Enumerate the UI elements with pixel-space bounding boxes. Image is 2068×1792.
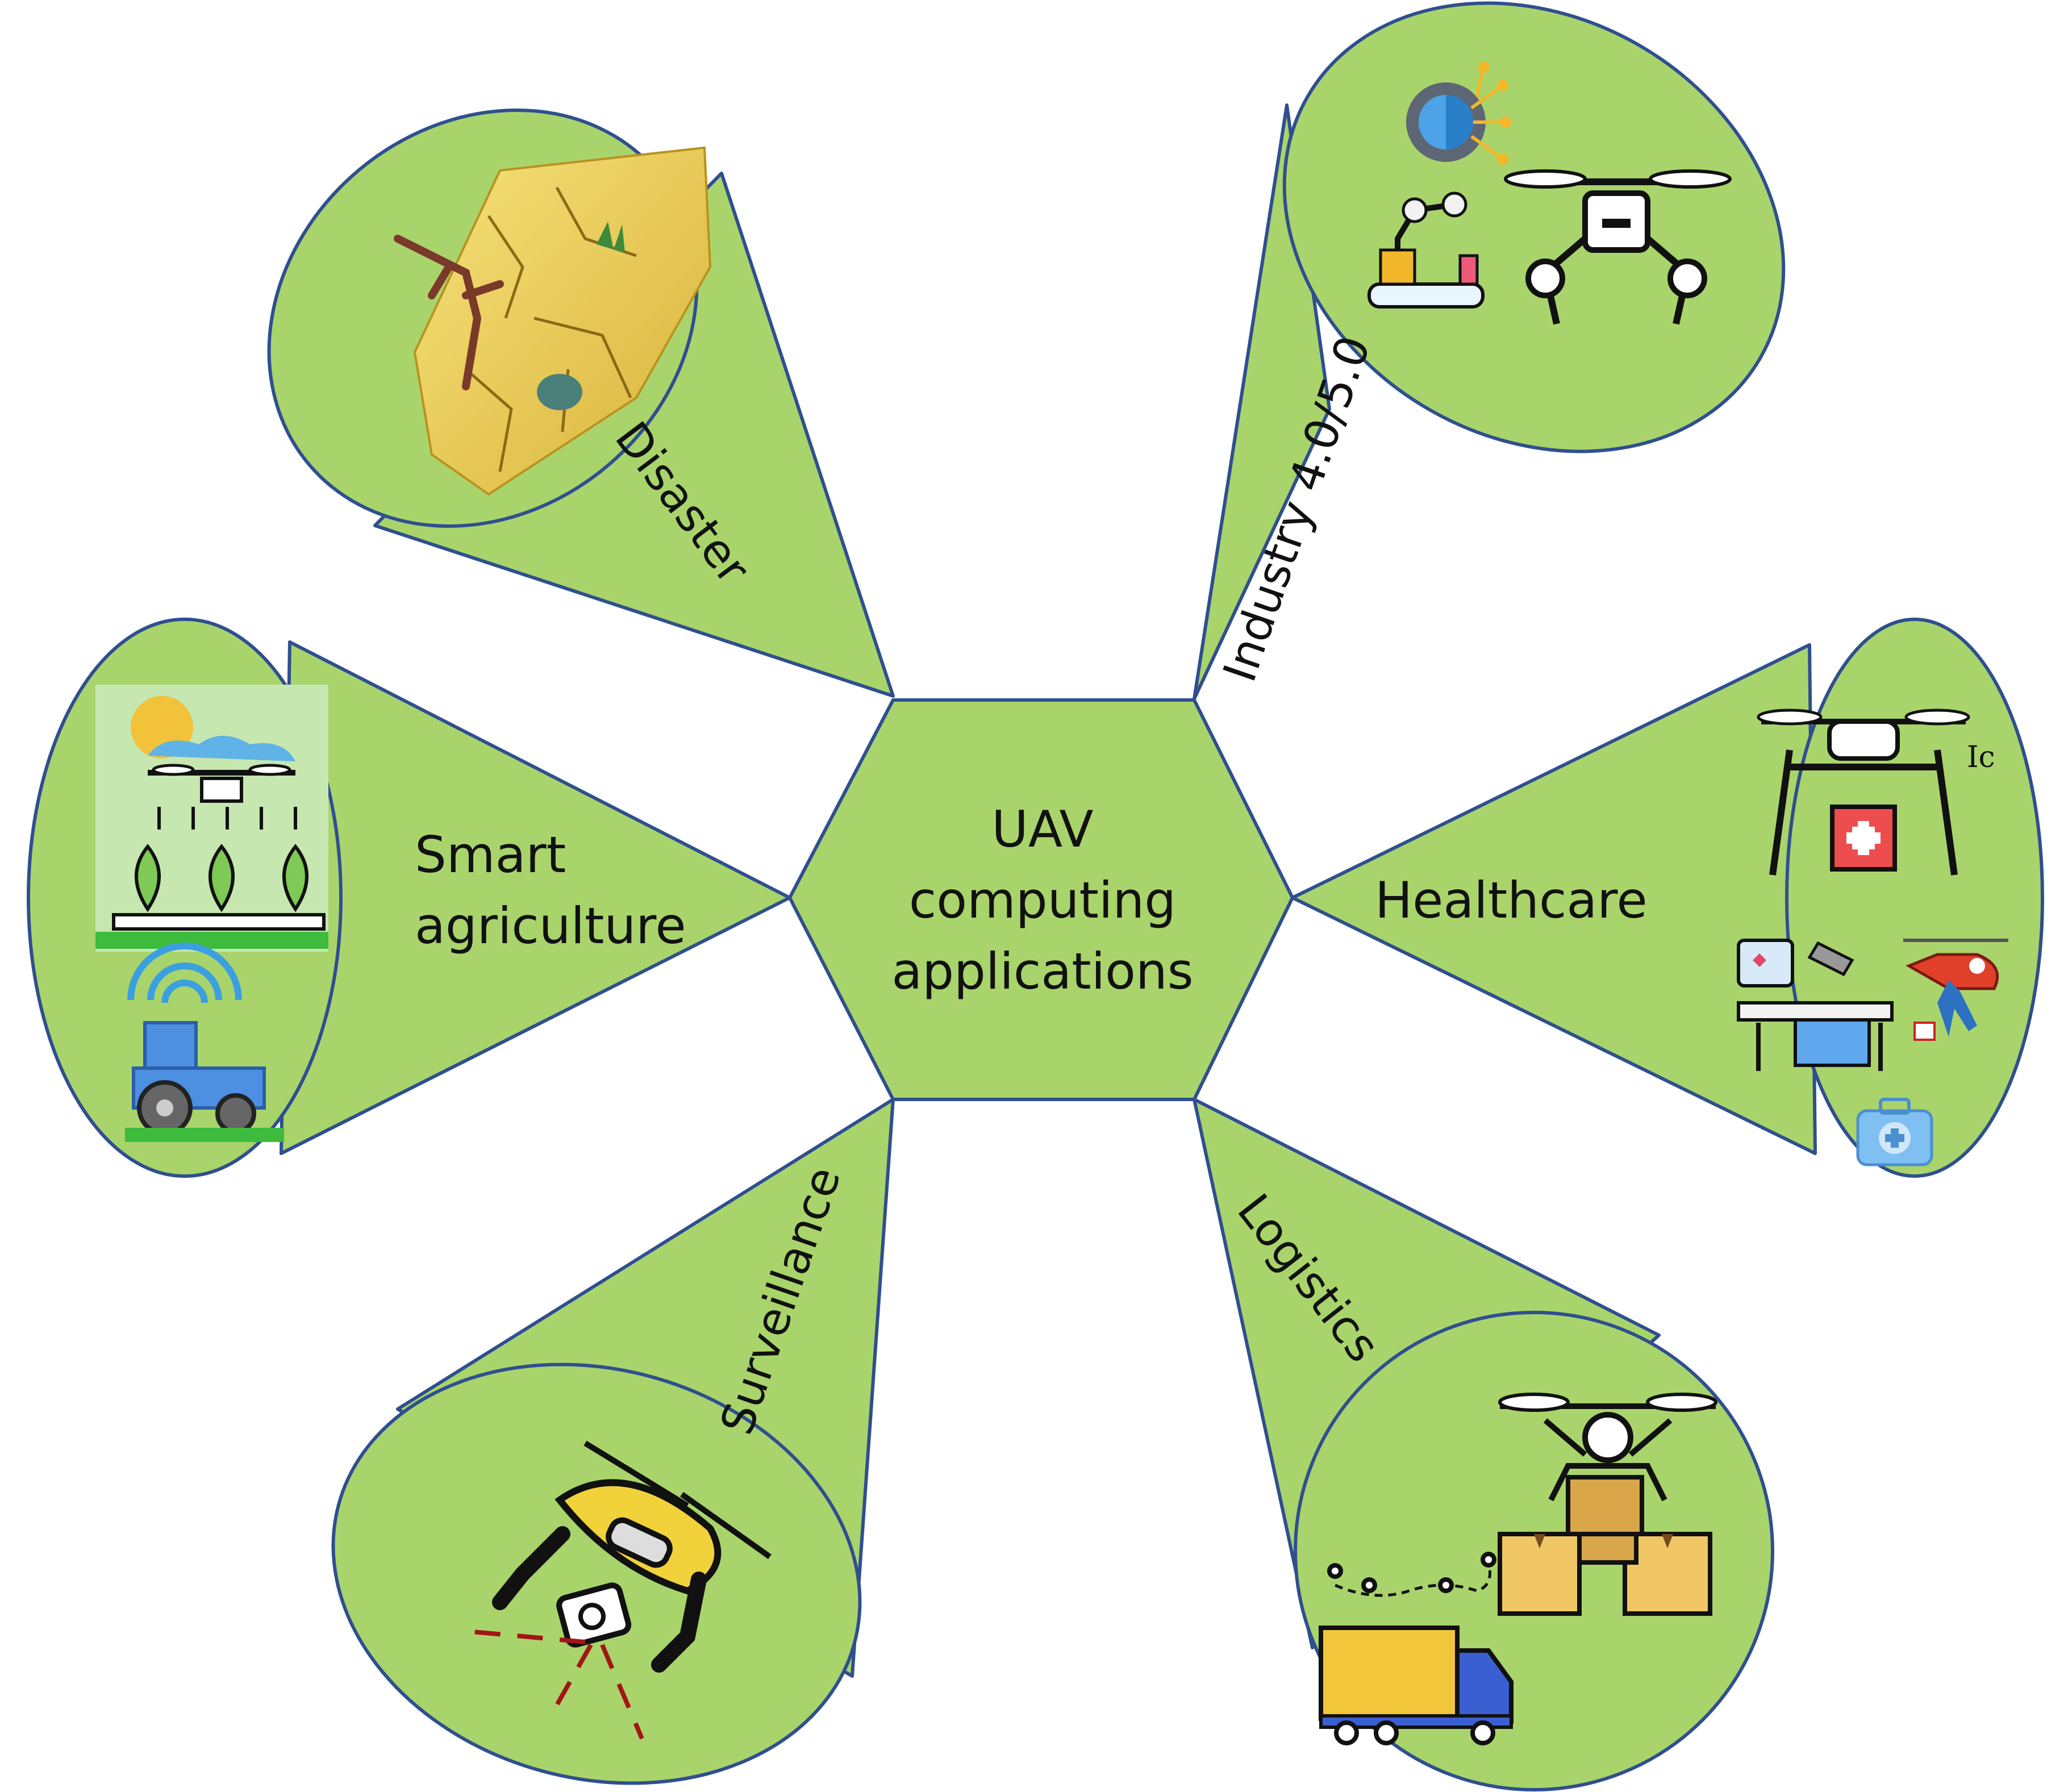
- hospital-bed-icon: [1737, 939, 1894, 1071]
- agriculture-label-line1: Smart: [415, 826, 566, 884]
- agriculture-label-line2: agriculture: [415, 897, 686, 955]
- cracked-earth-icon: [394, 146, 712, 496]
- drone-claw-icon: [1504, 169, 1732, 325]
- surveillance-drone-icon: [460, 1440, 772, 1740]
- gear-network-icon: [1406, 61, 1511, 165]
- center-title-line2: computing: [909, 871, 1176, 930]
- rescue-helicopter-icon: [1903, 939, 2008, 1041]
- medical-drone-icon: Ic: [1757, 709, 1995, 876]
- center-title-line1: UAV: [991, 800, 1093, 859]
- smart-tractor-icon: [125, 943, 284, 1142]
- crop-spraying-drone-icon: [95, 685, 328, 952]
- cropped-text-fragment: Ic: [1967, 740, 1995, 774]
- center-title-line3: applications: [891, 942, 1193, 1001]
- robot-arm-icon: [1367, 191, 1485, 309]
- first-aid-kit-icon: [1856, 1098, 1933, 1166]
- center-hexagon: [788, 698, 1294, 1101]
- delivery-drone-icon: [1498, 1393, 1717, 1616]
- delivery-truck-icon: [1319, 1552, 1514, 1745]
- healthcare-label: Healthcare: [1375, 871, 1648, 930]
